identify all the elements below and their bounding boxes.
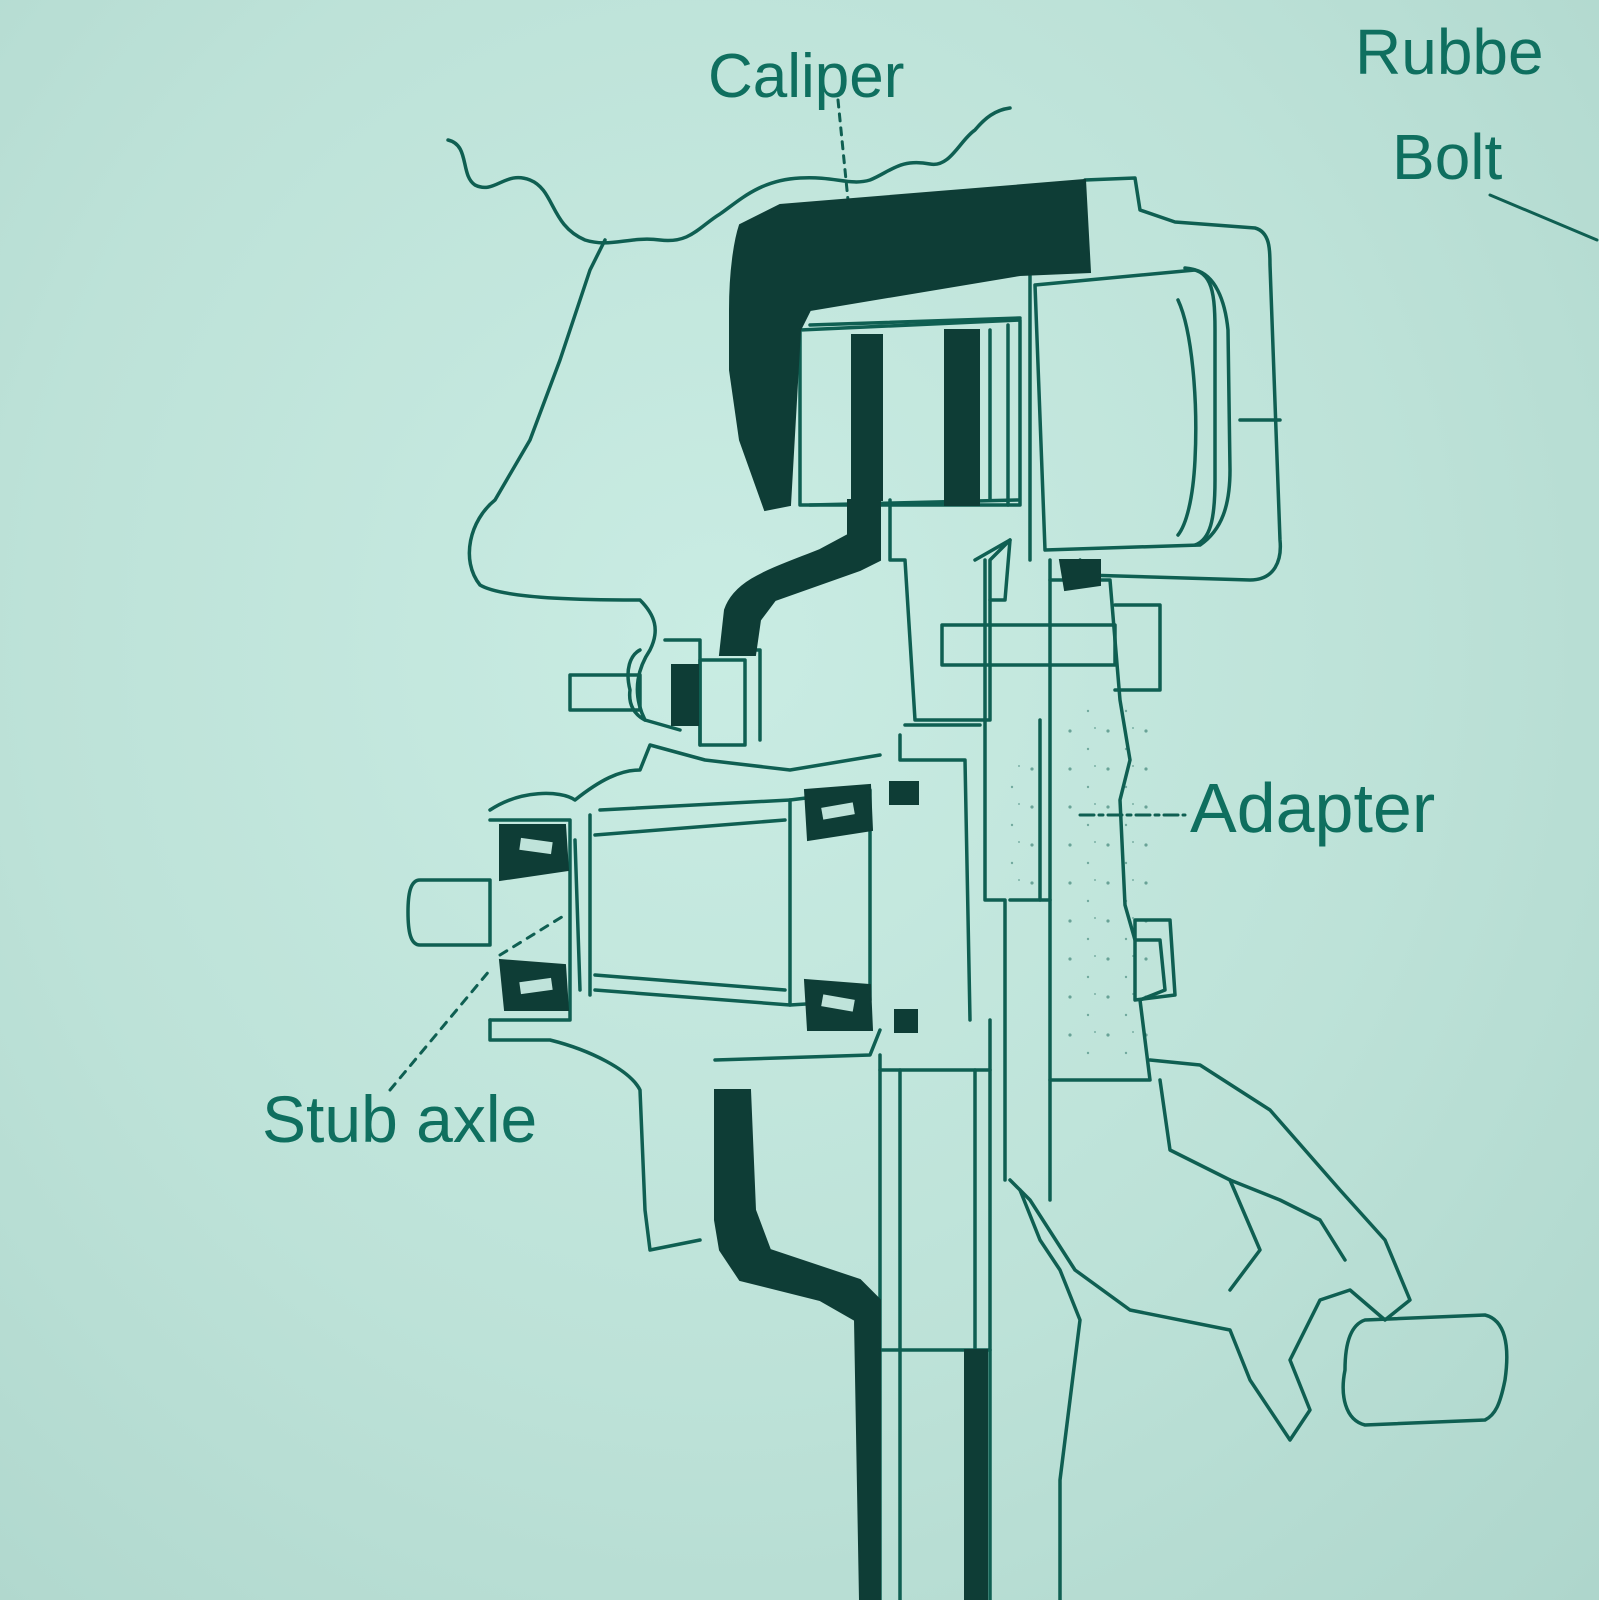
piston-seal [1058,559,1101,592]
adapter-label: Adapter [1190,769,1436,847]
inner-brake-pad [851,334,883,501]
caliper-guide-pin [568,673,642,712]
stub-axle-label: Stub axle [262,1082,538,1156]
knuckle-lower-arm [1008,1058,1412,1442]
tie-rod-end [1341,1313,1509,1427]
caliper-bridge [729,178,1092,512]
bolt-label: Bolt [1392,121,1503,193]
hub-casting [488,743,882,812]
stub-axle-shaft [406,878,492,947]
adapter-bolt-upper [940,623,1117,667]
caliper-housing [1078,176,1283,582]
brake-pad-block [798,318,1022,507]
steering-knuckle [467,238,682,732]
caliper-label: Caliper [708,42,905,111]
inner-bearing-top [499,824,570,882]
knuckle-break-line [446,106,1012,245]
bolt-leader [1488,193,1599,242]
outer-brake-pad [944,329,980,506]
adapter-plate [983,558,1007,1182]
hub-body [488,818,572,1022]
rubber-label: Rubbe [1355,16,1544,88]
adapter-texture [1060,700,1150,1060]
stub-axle-leader [388,913,567,1092]
disc-upper-web [718,499,881,656]
disc-hat [714,1089,881,1600]
caliper-leader [836,98,850,202]
caliper-piston [1033,268,1232,552]
